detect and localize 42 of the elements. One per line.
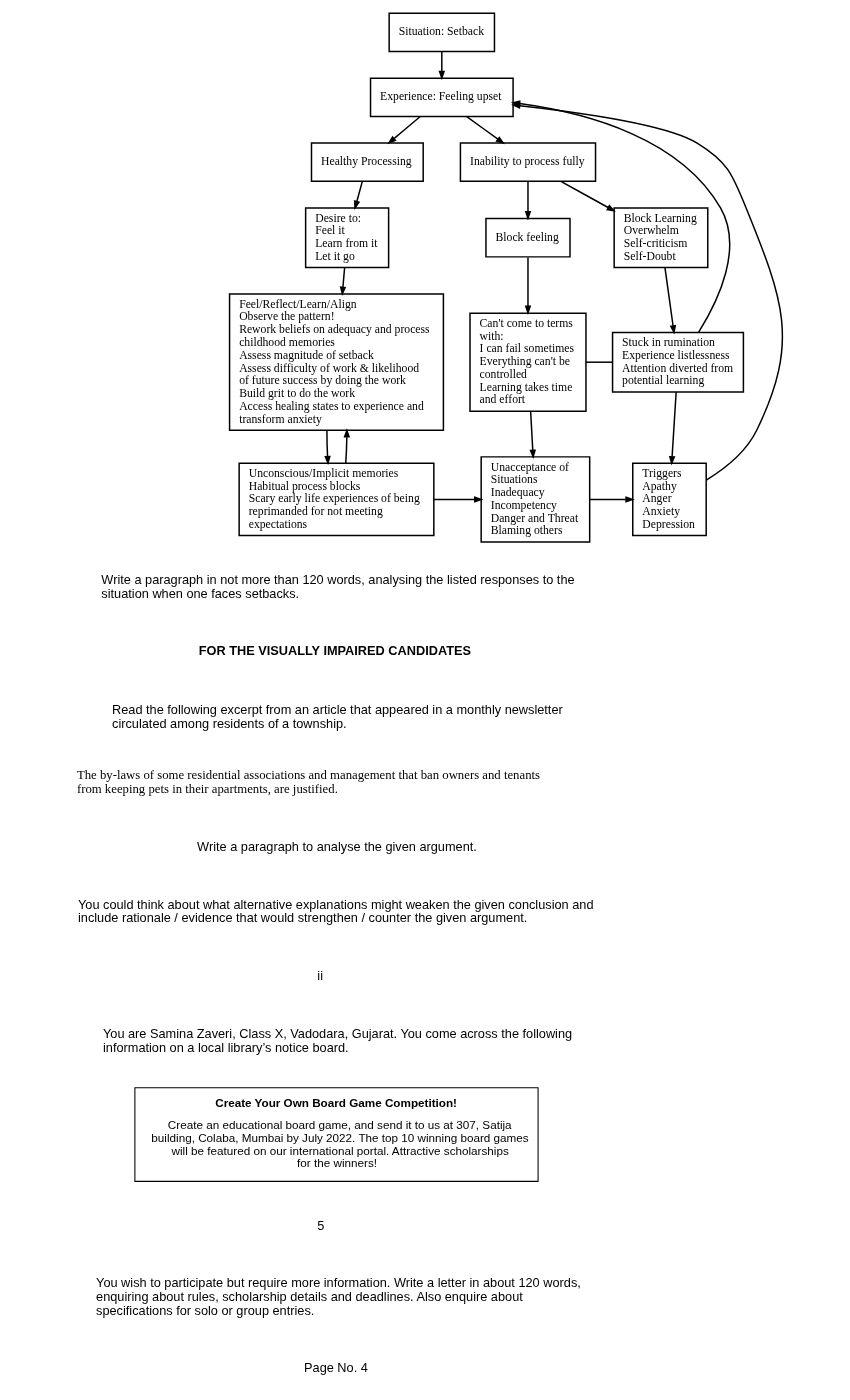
label: The by-laws of some residential associations and management that ban owners and tenants from keeping pets in their apartments, are justified. xyxy=(76,767,541,796)
label: Write a paragraph to analyse the given argument. xyxy=(197,838,477,854)
label: You are Samina Zaveri, Class X, Vadodara, Gujarat. You come across the following information on a local library’s notice board. xyxy=(102,1025,573,1055)
arrow xyxy=(343,427,351,464)
arrow xyxy=(524,256,532,315)
node-box: Block feeling xyxy=(485,217,571,258)
arrow xyxy=(560,180,616,212)
label: ii xyxy=(317,967,324,983)
arrow xyxy=(466,115,505,144)
arrow xyxy=(589,495,635,503)
node-box: Block Learning Overwhelm Self-criticism Self-Doubt xyxy=(613,206,709,268)
connector xyxy=(585,360,613,363)
label: Write a paragraph in not more than 120 words, analysing the listed responses to the situation when one faces setbacks. xyxy=(101,571,575,601)
label: Page No. 4 xyxy=(304,1359,368,1375)
node-box: Feel/Reflect/Learn/Align Observe the pattern! Rework beliefs on adequacy and process childhood memories Assess magnitude of setback Assess difficulty of work & likelihood of future success by doing the work Build grit to do the work Access healing states to experience and transform anxiety xyxy=(228,292,445,431)
label: 5 xyxy=(317,1217,325,1233)
arrow xyxy=(339,266,347,296)
label: FOR THE VISUALLY IMPAIRED CANDIDATES xyxy=(198,642,471,658)
label: Read the following excerpt from an article that appeared in a monthly newsletter circulated among residents of a township. xyxy=(112,701,563,731)
arrow xyxy=(353,180,364,210)
node-box: Unacceptance of Situations Inadequacy Incompetency Danger and Threat Blaming others xyxy=(480,455,591,543)
node-box: Desire to: Feel it Learn from it Let it go xyxy=(304,206,390,268)
arrow xyxy=(529,410,536,459)
arrow xyxy=(438,50,446,80)
arrow xyxy=(524,180,532,220)
arrow xyxy=(387,115,421,144)
node-box: Unconscious/Implicit memories Habitual process blocks Scary early life experiences of being reprimanded for not meeting expectations xyxy=(238,462,435,536)
label: You wish to participate but require more information. Write a letter in about 120 words, enquiring about rules, scholarship details and deadlines. Also enquire about specifications for solo or group entries. xyxy=(96,1274,581,1318)
node-box: Stuck in rumination Experience listlessness Attention diverted from potential learning xyxy=(611,331,745,393)
node-box: Triggers Apathy Anger Anxiety Depression xyxy=(632,462,707,536)
arrow xyxy=(664,266,677,335)
arrow xyxy=(668,391,677,465)
node-box: Situation: Setback xyxy=(388,12,496,52)
label: You could think about what alternative explanations might weaken the given conclusion and include rationale / evidence that would strengthen / counter the given argument. xyxy=(77,896,594,925)
node-box: Healthy Processing xyxy=(310,141,424,182)
node-box: Can't come to terms with: I can fail sometimes Everything can't be controlled Learning takes time and effort xyxy=(469,312,587,412)
arrow xyxy=(433,495,484,503)
node-box: Inability to process fully xyxy=(459,141,597,182)
node-box: Experience: Feeling upset xyxy=(369,76,514,117)
arrow xyxy=(511,102,784,481)
node-box: Create Your Own Board Game Competition! Create an educational board game, and send it to us at 307, Satija building, Colaba, Mumbai by July 2022. The top 10 winning board games will be featured on our international portal. Attractive scholarships for the winners! xyxy=(134,1086,539,1182)
arrow xyxy=(324,429,331,465)
